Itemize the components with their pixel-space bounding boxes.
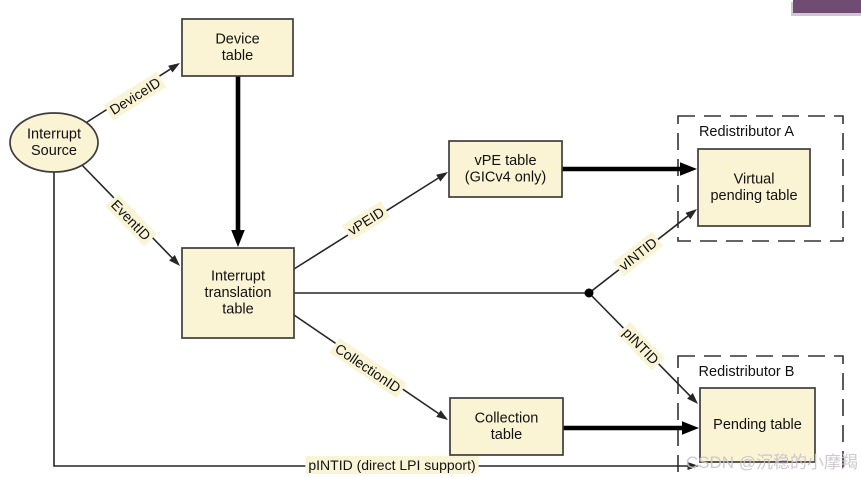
pending-table-shape <box>699 387 816 463</box>
device-table-shape <box>181 18 294 77</box>
pending-table: Pending table <box>699 387 816 463</box>
edge-deviceid-arrowhead <box>168 63 180 73</box>
edge-direct-lpi-arrowhead <box>687 462 699 470</box>
redistributor-b-dashed-border <box>677 355 844 477</box>
redistributor-b: Redistributor B <box>677 355 844 477</box>
edge-vpe-to-virtual-pending-arrowhead <box>680 162 697 176</box>
label-vpeid-bg <box>341 201 391 241</box>
virtual-pending-table-shape <box>697 148 811 227</box>
collection-table-shape <box>449 397 564 456</box>
label-deviceid-bg <box>103 71 167 121</box>
edge-collectionid-arrowhead <box>436 410 448 420</box>
label-direct-lpi: pINTID (direct LPI support) <box>305 456 479 474</box>
edge-device-to-translation <box>231 76 245 247</box>
accent-bar <box>793 0 861 13</box>
edge-eventid-arrowhead <box>169 254 180 266</box>
edge-collection-to-pending <box>563 421 699 435</box>
interrupt-source-shape <box>9 112 99 173</box>
redistributor-a: Redistributor A <box>677 115 844 242</box>
csdn-watermark: CSDN @沉稳的小摩羯 <box>686 453 858 472</box>
label-vintid-bg <box>612 231 664 277</box>
edge-pintid-arrowhead <box>687 392 698 404</box>
redistributor-a-label: Redistributor A <box>699 124 794 140</box>
redistributor-a-dashed-border <box>677 115 844 242</box>
pending-table-label: Pending table <box>713 417 802 433</box>
label-eventid-bg <box>105 193 157 247</box>
edge-vintid-arrowhead <box>685 209 697 220</box>
label-pintid-bg <box>617 321 665 371</box>
edge-collection-to-pending-arrowhead <box>682 421 699 435</box>
vpe-table: vPE table(GICv4 only) <box>448 140 563 198</box>
interrupt-translation-table-shape <box>181 247 295 339</box>
edge-vpeid-arrowhead <box>436 172 448 182</box>
label-direct-lpi-text: pINTID (direct LPI support) <box>308 457 475 473</box>
vpe-table-shape <box>448 140 563 198</box>
label-direct-lpi-bg <box>305 456 479 474</box>
junction-dot <box>584 288 594 298</box>
vpe-table-label: vPE table(GICv4 only) <box>465 153 546 186</box>
redistributor-b-label: Redistributor B <box>699 364 795 380</box>
edge-device-to-translation-arrowhead <box>231 230 245 247</box>
label-collectionid-bg <box>329 337 407 399</box>
edge-vpe-to-virtual-pending <box>562 162 697 176</box>
